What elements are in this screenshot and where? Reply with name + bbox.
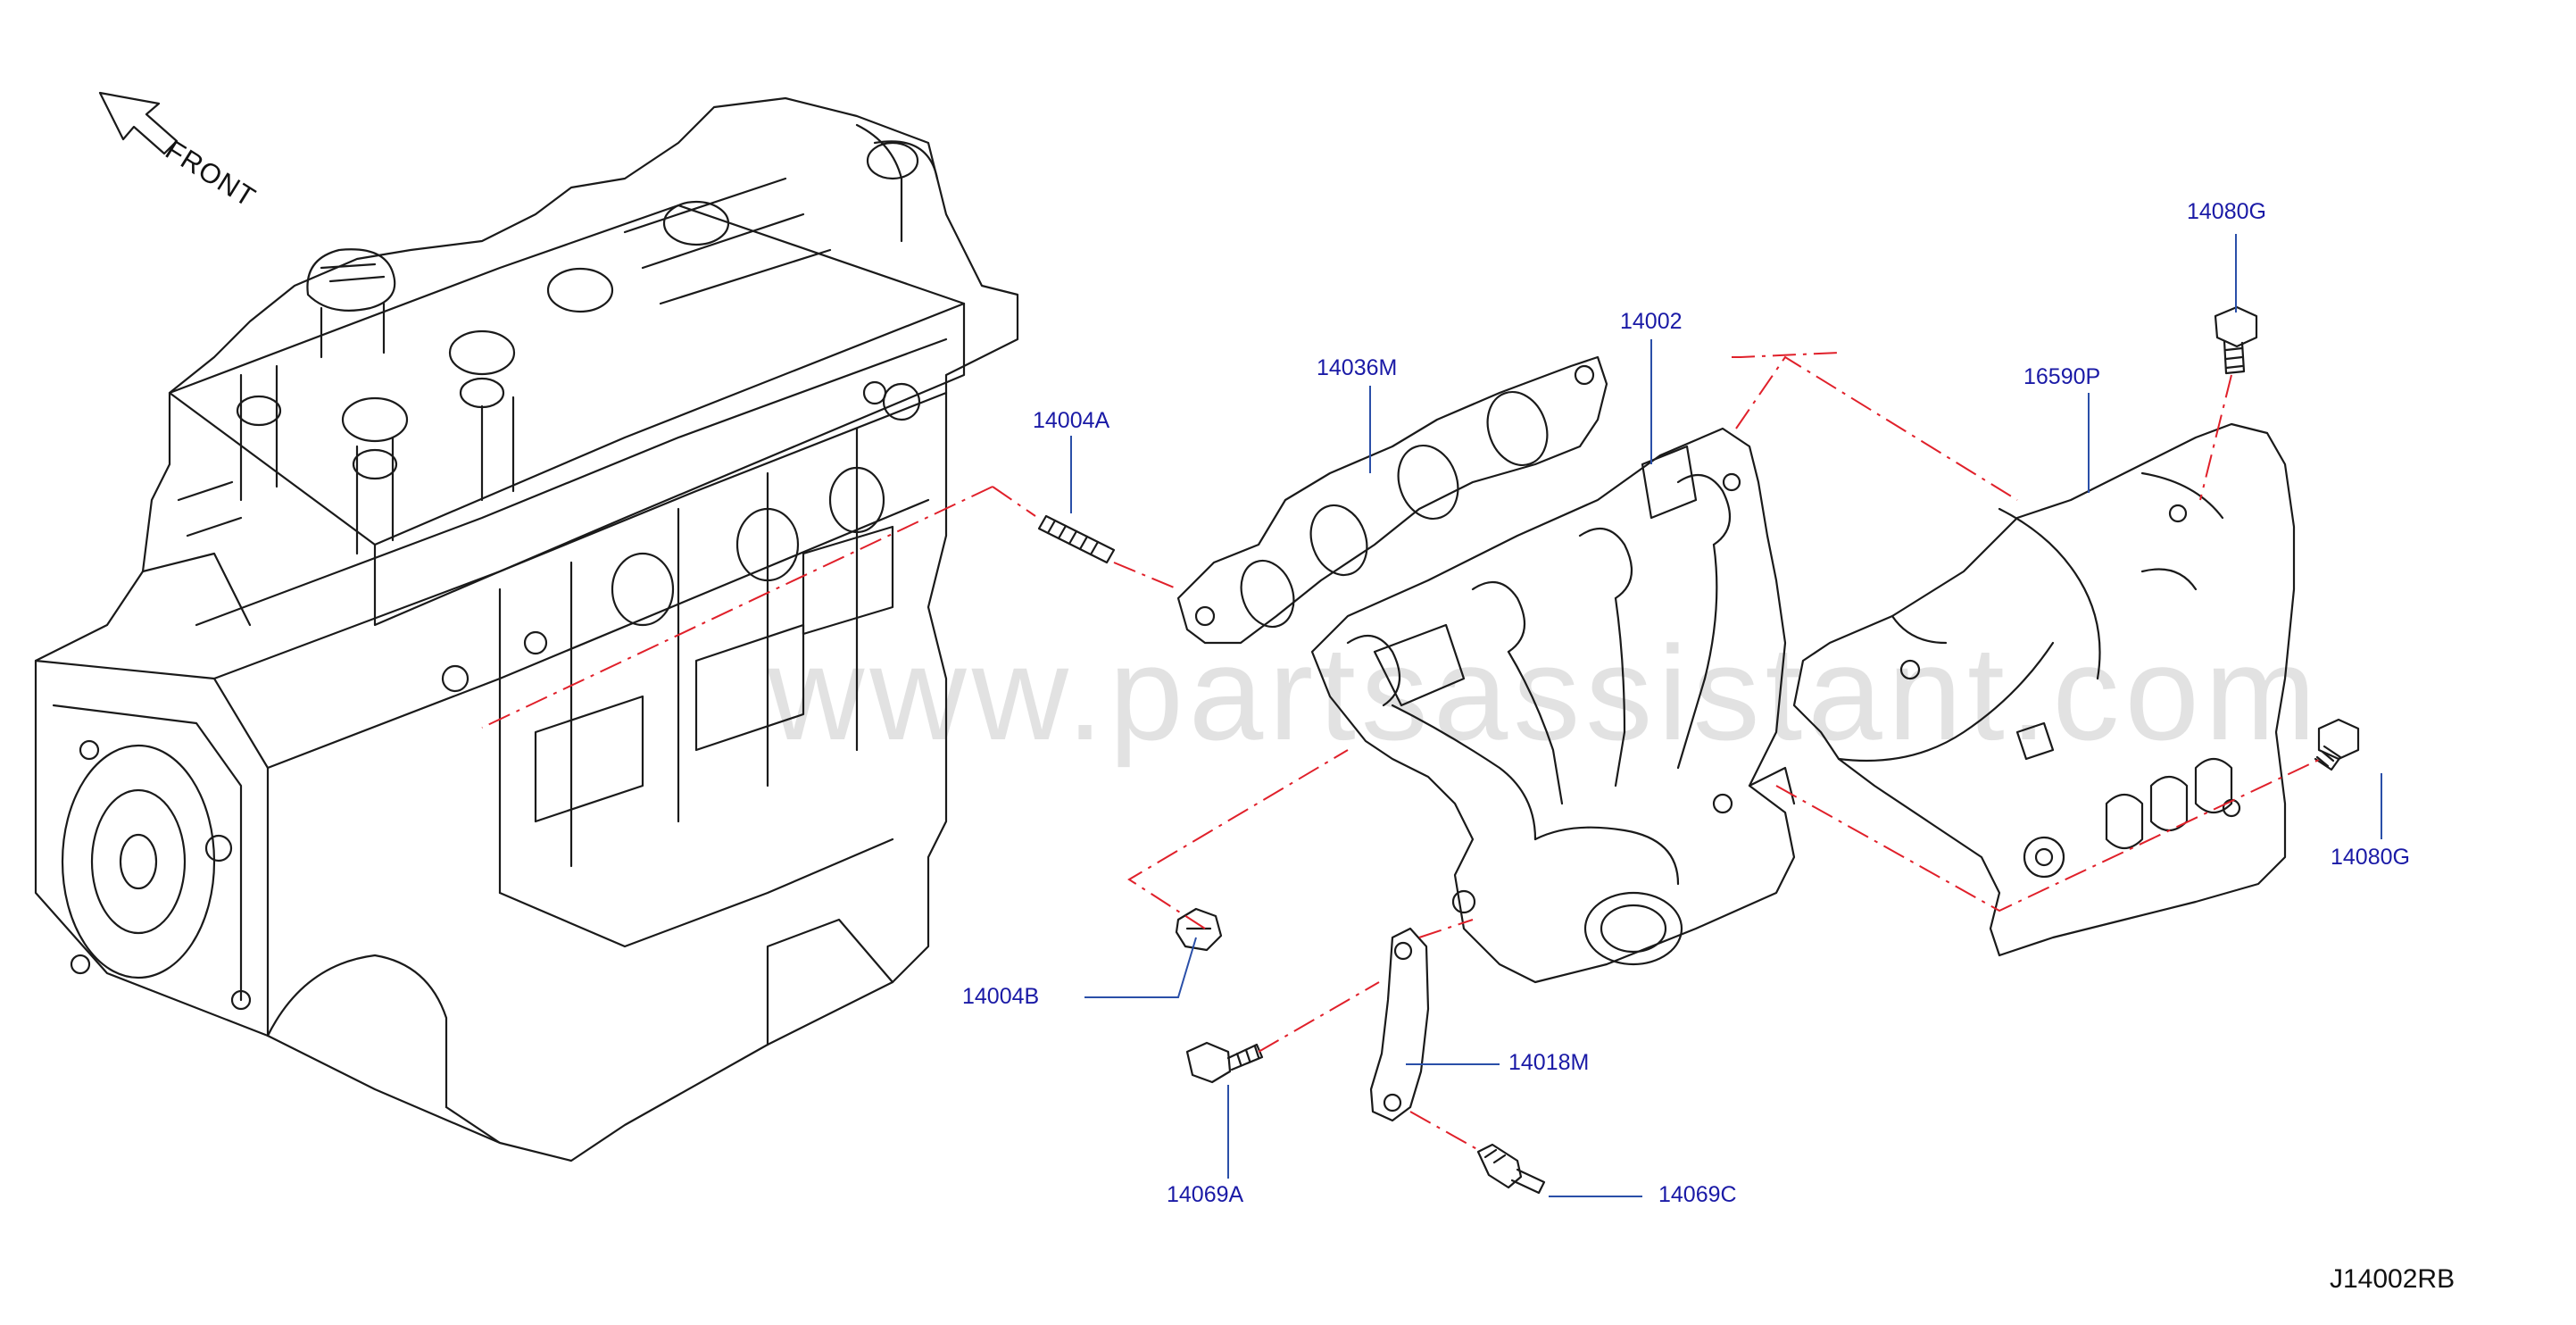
part-label-14018m[interactable]: 14018M [1508,1050,1590,1075]
front-arrow-icon [98,91,179,155]
watermark-text: www.partsassistant.com [768,618,2322,768]
phantom-lines [481,352,2322,1153]
exhaust-manifold-14002 [1310,427,1796,984]
bolt-14080g-right [2314,718,2360,771]
engine-block [34,96,1019,1162]
bolt-14069a [1185,1041,1264,1084]
part-label-14002[interactable]: 14002 [1620,309,1683,334]
heat-shield-16590p [1792,422,2296,957]
part-label-14004a[interactable]: 14004A [1033,408,1110,433]
nut-14004b [1175,907,1223,952]
leader-lines [1070,234,2382,1197]
stud-14004a [1037,514,1116,564]
drawing-code: J14002RB [2330,1264,2456,1294]
part-label-14080g-top[interactable]: 14080G [2187,199,2266,224]
gasket-14036m [1176,355,1608,645]
bracket-14018m [1369,927,1430,1122]
part-label-14069a[interactable]: 14069A [1167,1182,1244,1207]
part-label-14080g-right[interactable]: 14080G [2331,845,2410,870]
part-label-14036m[interactable]: 14036M [1317,355,1398,380]
part-label-16590p[interactable]: 16590P [2023,364,2101,389]
stud-14069c [1476,1143,1546,1195]
bolt-14080g-top [2214,305,2258,375]
part-label-14069c[interactable]: 14069C [1658,1182,1737,1207]
part-label-14004b[interactable]: 14004B [962,984,1040,1009]
